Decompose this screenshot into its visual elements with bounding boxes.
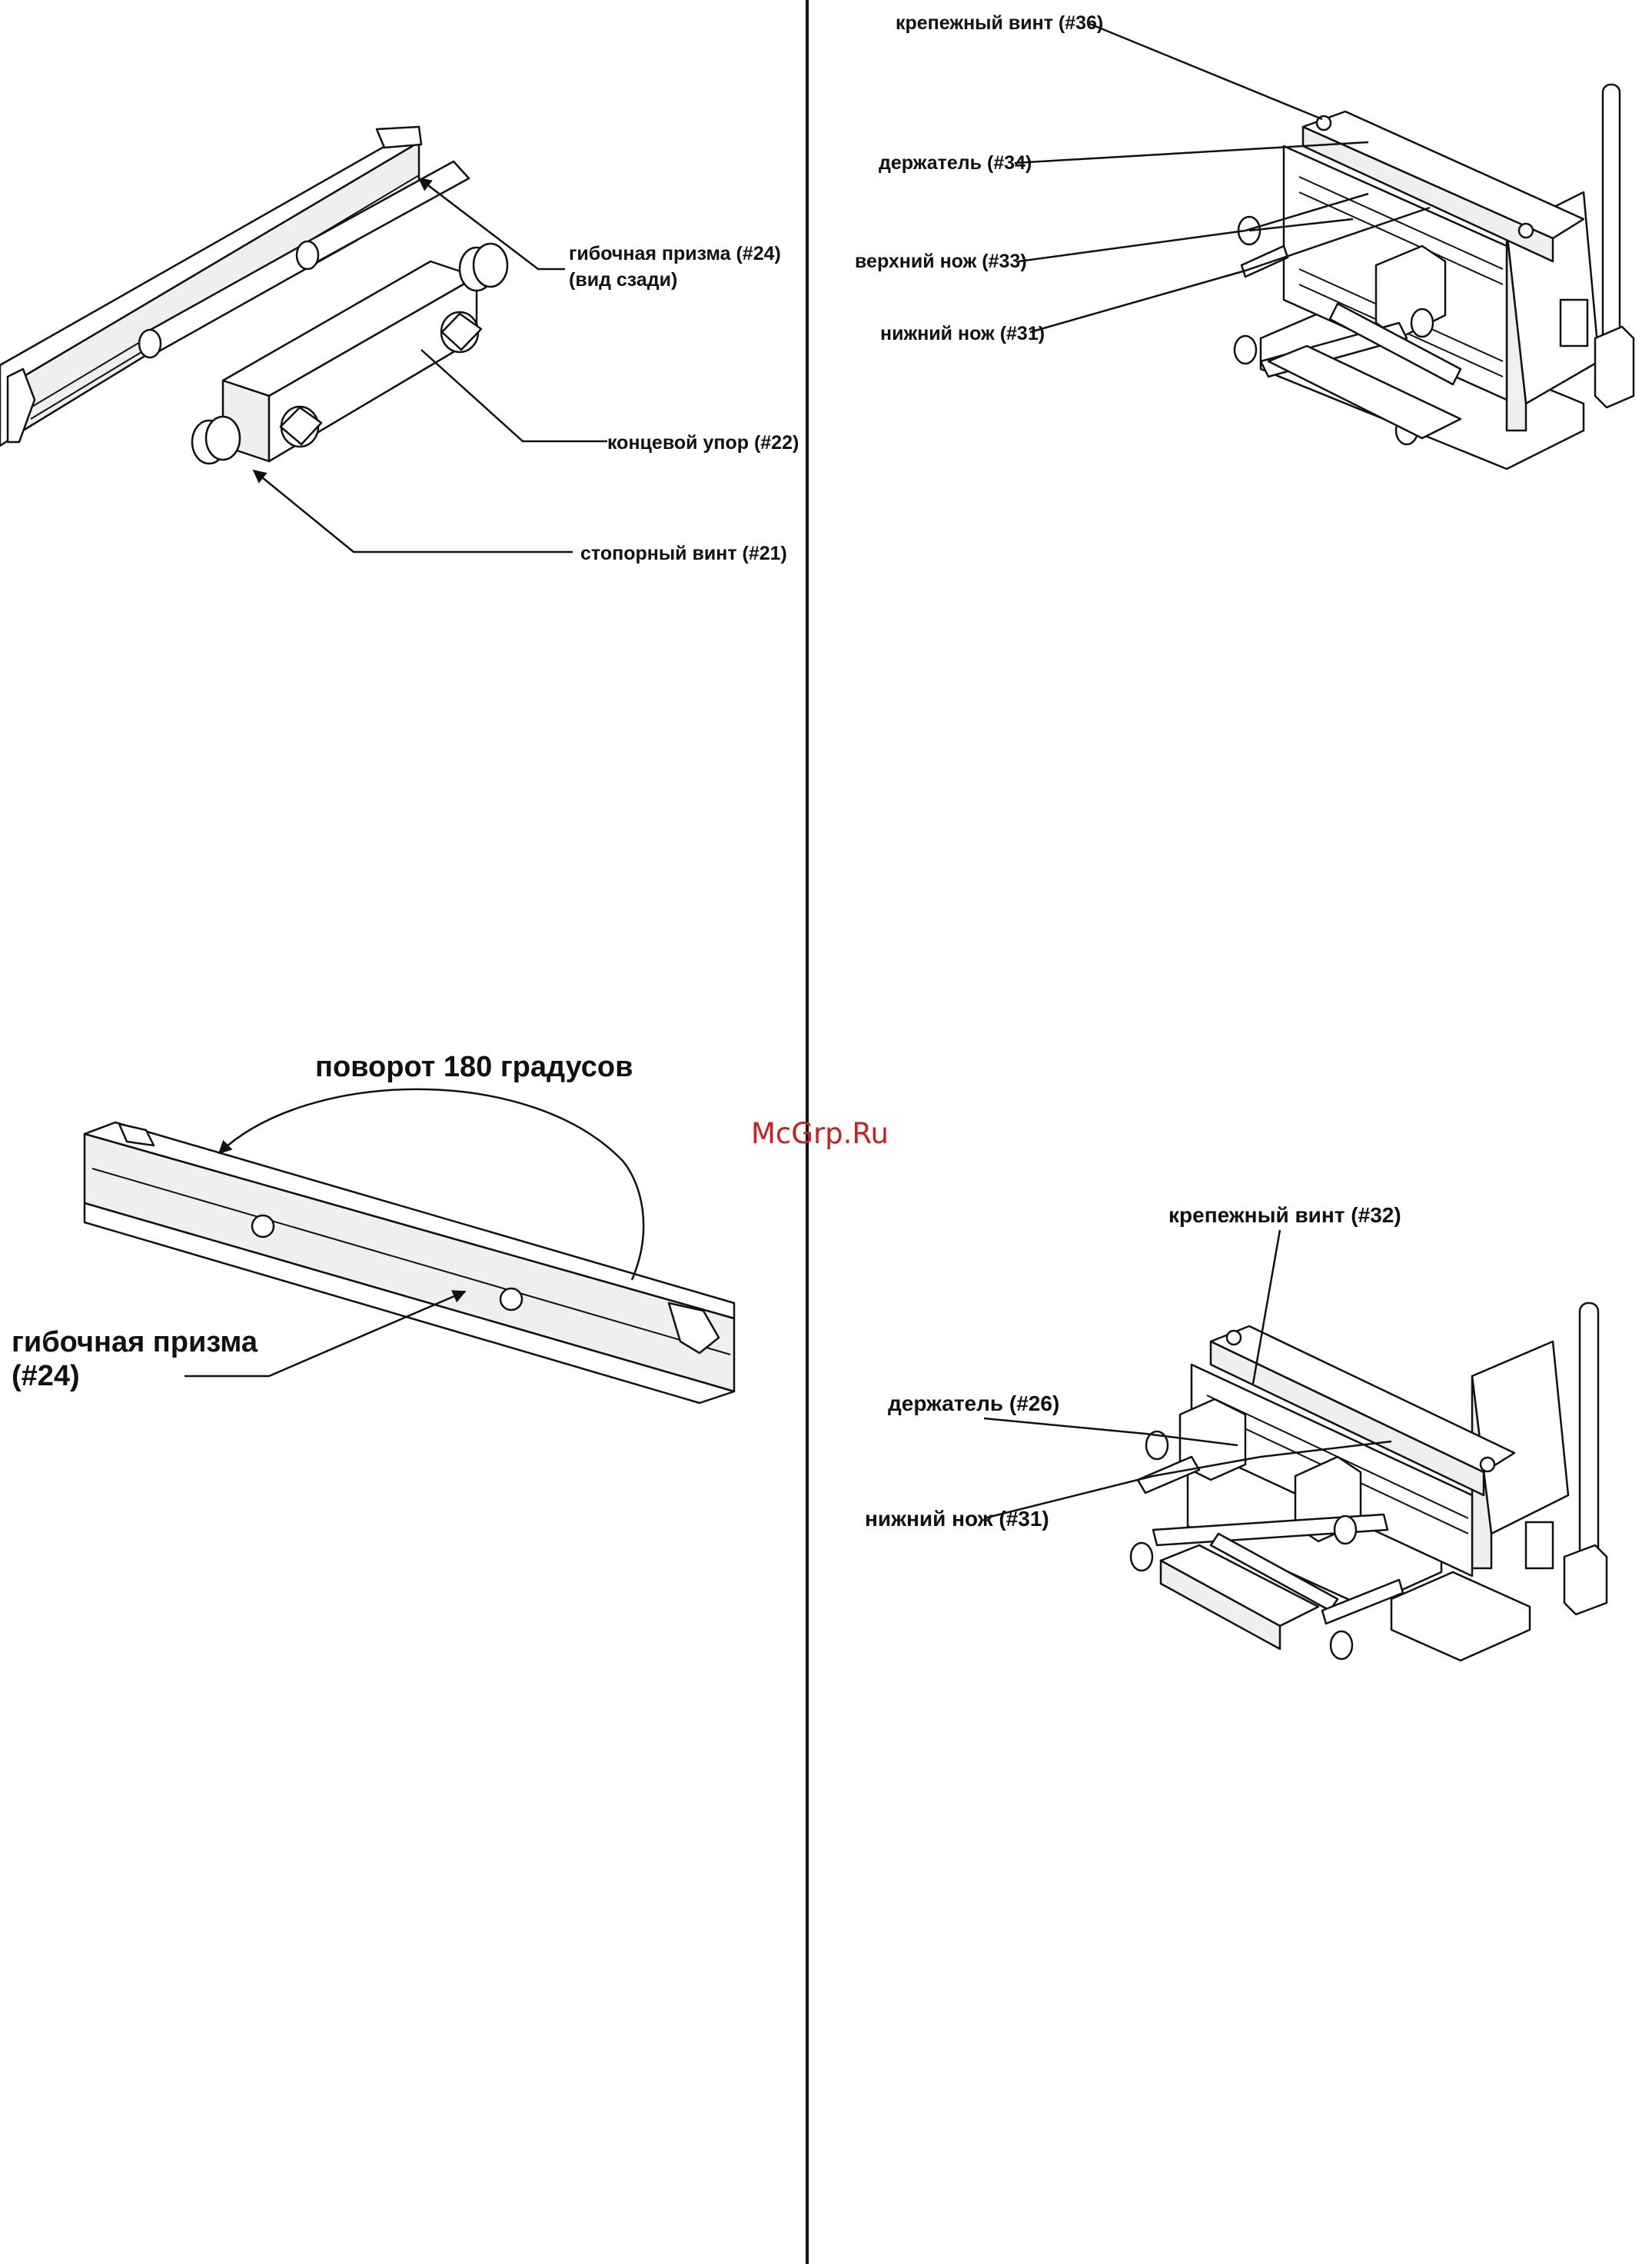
label-upper-knife-33: верхний нож (#33) — [855, 251, 1027, 272]
label-fix-screw-32: крепежный винт (#32) — [1168, 1203, 1401, 1227]
figure-shear-bottom: крепежный винт (#32) держатель (#26) ниж… — [865, 1203, 1607, 1661]
label-holder-26: держатель (#26) — [888, 1391, 1059, 1415]
label-fix-screw-36: крепежный винт (#36) — [896, 12, 1103, 34]
label-rotate-180: поворот 180 градусов — [315, 1051, 633, 1083]
label-prism-rear-view: (вид сзади) — [569, 269, 677, 291]
label-lock-screw-21: стопорный винт (#21) — [580, 543, 787, 564]
label-prism-24-line1: гибочная призма — [12, 1326, 258, 1358]
figure-shear-top: крепежный винт (#36) держатель (#34) вер… — [855, 12, 1634, 469]
figure-bending-stop: гибочная призма (#24) (вид сзади) концев… — [0, 127, 799, 564]
label-end-stop-22: концевой упор (#22) — [607, 432, 799, 454]
label-lower-knife-31-b: нижний нож (#31) — [865, 1507, 1049, 1531]
label-prism-24-line2: (#24) — [12, 1360, 80, 1392]
figure-prism-rotate: поворот 180 градусов гибочная призма (#2… — [12, 1051, 734, 1403]
watermark: McGrp.Ru — [751, 1117, 889, 1150]
label-holder-34: держатель (#34) — [879, 152, 1032, 174]
label-prism-24: гибочная призма (#24) — [569, 243, 781, 264]
label-lower-knife-31: нижний нож (#31) — [880, 323, 1045, 344]
